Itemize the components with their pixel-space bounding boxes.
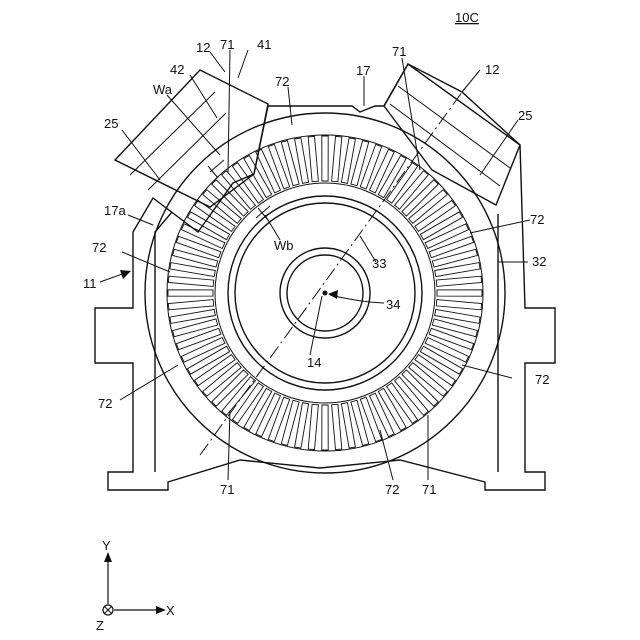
stator-tooth — [332, 136, 342, 181]
axis-y-label: Y — [102, 538, 111, 553]
stator-tooth — [308, 136, 318, 181]
stator-tooth — [176, 236, 221, 257]
stator-tooth — [437, 290, 482, 296]
label-11: 11 — [83, 276, 97, 291]
stator-tooth — [176, 328, 221, 349]
arrow-11-head — [120, 270, 131, 279]
label-41: 41 — [257, 37, 271, 52]
label-72-top: 72 — [275, 74, 289, 89]
label-71-top-left: 71 — [220, 37, 234, 52]
stator-tooth — [360, 144, 381, 189]
right-bracket — [384, 64, 520, 205]
label-32: 32 — [532, 254, 546, 269]
label-12-right: 12 — [485, 62, 499, 77]
label-34: 34 — [386, 297, 400, 312]
coordinate-axes — [103, 552, 166, 615]
stator-tooth — [168, 276, 213, 286]
label-71-top-right: 71 — [392, 44, 406, 59]
label-72-right-upper: 72 — [530, 212, 544, 227]
stator-tooth — [308, 404, 318, 449]
stator-tooth — [429, 236, 474, 257]
axis-z-label: Z — [96, 618, 104, 633]
label-71-bottom-left: 71 — [220, 482, 234, 497]
label-wb: Wb — [274, 238, 294, 253]
stator-tooth — [168, 290, 213, 296]
label-17: 17 — [356, 63, 370, 78]
axis-x-label: X — [166, 603, 175, 618]
label-17a: 17a — [104, 203, 126, 218]
housing-outline — [95, 64, 555, 490]
label-72-bottom: 72 — [385, 482, 399, 497]
stator-tooth — [322, 405, 328, 450]
figure-id-label: 10C — [455, 10, 479, 25]
stator-tooth — [168, 300, 213, 310]
label-72-left-lower: 72 — [98, 396, 112, 411]
axis-line — [200, 88, 465, 455]
label-71-bottom-right: 71 — [422, 482, 436, 497]
stator-tooth — [436, 276, 481, 286]
label-25-right: 25 — [518, 108, 532, 123]
label-12-left: 12 — [196, 40, 210, 55]
label-wa: Wa — [153, 82, 173, 97]
leader-lines — [120, 50, 530, 480]
stator-tooth — [322, 136, 328, 181]
label-72-left-upper: 72 — [92, 240, 106, 255]
stator-tooth — [429, 328, 474, 349]
right-bracket-inner — [390, 86, 510, 186]
label-33: 33 — [372, 256, 386, 271]
stator-tooth — [268, 397, 289, 442]
label-42: 42 — [170, 62, 184, 77]
label-72-right-lower: 72 — [535, 372, 549, 387]
stator-tooth — [436, 300, 481, 310]
arrow-34-head — [328, 290, 338, 299]
stator-tooth — [332, 404, 342, 449]
stator-tooth — [268, 144, 289, 189]
left-bracket — [115, 70, 268, 207]
center-point — [323, 291, 328, 296]
label-25-left: 25 — [104, 116, 118, 131]
label-14: 14 — [307, 355, 321, 370]
stator-tooth — [360, 397, 381, 442]
housing-inner-wall — [155, 212, 498, 472]
arrow-34 — [330, 295, 384, 303]
